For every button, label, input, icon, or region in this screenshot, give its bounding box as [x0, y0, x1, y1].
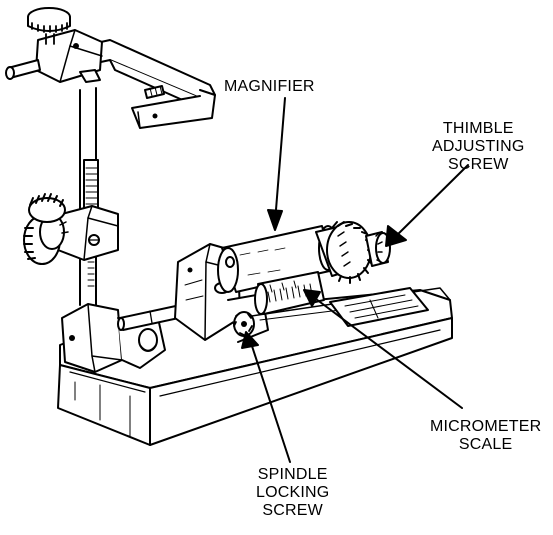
spindle-locking-screw — [233, 311, 255, 337]
leader-lines — [241, 97, 469, 463]
magnifier-leader-line — [274, 97, 286, 223]
thimble-label-line1: THIMBLE — [442, 120, 514, 137]
micrometer-label-line2: SCALE — [458, 436, 513, 453]
spindle-label-line3: SCREW — [262, 502, 323, 519]
top-bracket — [5, 29, 216, 129]
thimble-screw-arrowhead — [385, 225, 407, 247]
spindle-locking-screw-label: SPINDLE LOCKING SCREW — [256, 466, 329, 520]
thimble-label-line3: SCREW — [447, 156, 509, 173]
stand-clamp — [57, 205, 119, 261]
magnifier-label-line1: MAGNIFIER — [224, 78, 315, 95]
spindle-label-line2: LOCKING — [256, 484, 330, 501]
stand-knob — [23, 193, 69, 265]
thimble — [315, 221, 374, 284]
vertical-stand — [79, 87, 99, 306]
top-knob — [27, 7, 71, 45]
thimble-label-line2: ADJUSTING — [432, 138, 525, 155]
thimble-screw-leader-line — [391, 164, 469, 241]
micrometer-label-line1: MICROMETER — [430, 418, 542, 435]
spindle-screw-leader-line — [249, 339, 291, 463]
magnifier-arrowhead — [267, 209, 283, 231]
micrometer-scale-leader-line — [311, 295, 463, 409]
magnifier-label: MAGNIFIER — [224, 78, 315, 96]
micrometer-scale-arrowhead — [303, 289, 321, 307]
spindle-label-line1: SPINDLE — [257, 466, 328, 483]
magnifier-barrel — [217, 225, 338, 293]
micrometer-scale-label: MICROMETER SCALE — [430, 418, 541, 454]
base-post — [61, 303, 166, 373]
thimble-adjusting-screw-label: THIMBLE ADJUSTING SCREW — [432, 120, 524, 174]
spindle-screw-arrowhead — [241, 331, 259, 349]
